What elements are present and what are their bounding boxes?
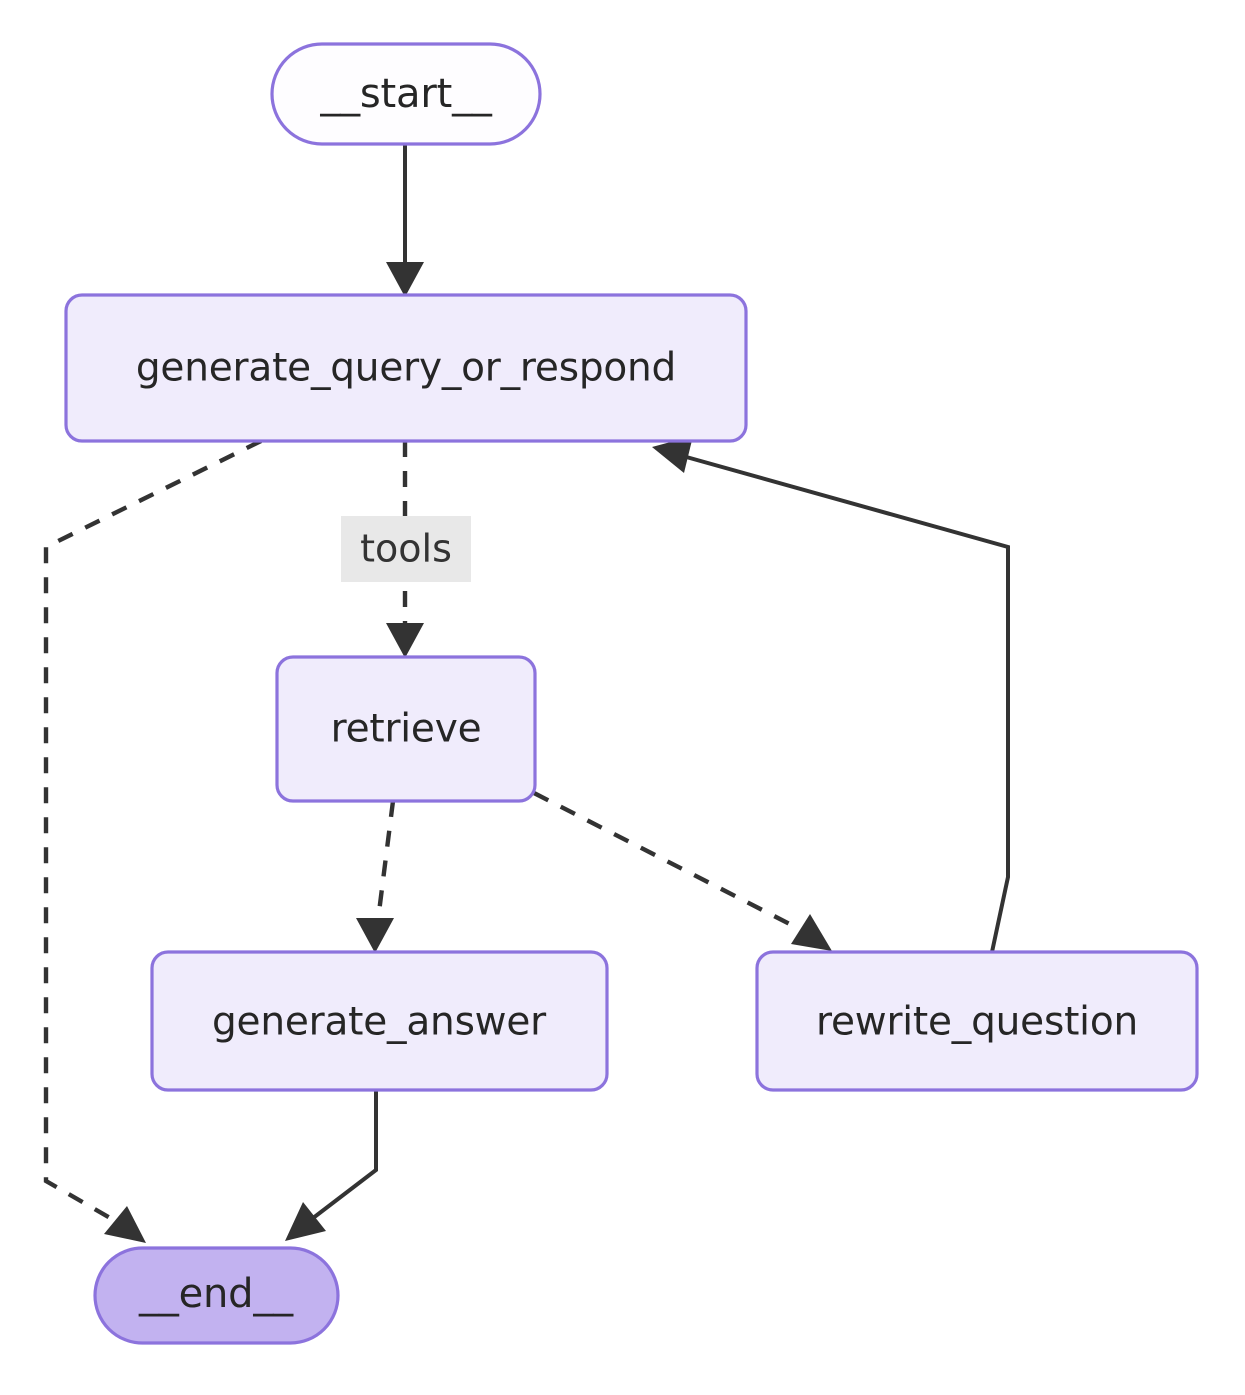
edge-line — [43, 439, 262, 1232]
node-generate-answer-label: generate_answer — [212, 1000, 547, 1045]
node-retrieve[interactable]: retrieve — [275, 655, 537, 803]
arrowhead-icon — [356, 918, 394, 953]
node-generate-query-or-respond-label: generate_query_or_respond — [136, 346, 676, 391]
edge-retrieve-to-generate-answer — [356, 800, 396, 953]
node-generate-answer-shape[interactable] — [150, 950, 609, 1092]
node-start[interactable]: __start__ — [270, 42, 542, 146]
node-generate-answer[interactable]: generate_answer — [150, 950, 609, 1092]
arrowhead-icon — [285, 1202, 326, 1241]
edge-retrieve-to-rewrite-question — [532, 791, 832, 951]
node-start-shape[interactable] — [270, 42, 542, 146]
arrowhead-icon — [791, 914, 832, 951]
arrowhead-icon — [386, 623, 424, 658]
arrowhead-icon — [386, 262, 424, 297]
edge-label-tools: tools — [341, 516, 471, 582]
node-retrieve-label: retrieve — [331, 707, 482, 752]
node-rewrite-question-label: rewrite_question — [816, 1000, 1138, 1045]
node-end-label: __end__ — [138, 1271, 294, 1317]
edge-line — [298, 1090, 378, 1230]
node-end-shape[interactable] — [93, 1246, 340, 1345]
node-start-label: __start__ — [319, 71, 493, 117]
arrowhead-icon — [652, 436, 693, 473]
node-end[interactable]: __end__ — [93, 1246, 340, 1345]
edge-line — [671, 451, 1010, 953]
edge-line — [373, 800, 396, 937]
edge-label-background — [341, 516, 471, 582]
edge-generate-query-or-respond-to-end — [43, 439, 262, 1243]
node-generate-query-or-respond[interactable]: generate_query_or_respond — [64, 293, 748, 443]
node-retrieve-shape[interactable] — [275, 655, 537, 803]
edge-generate-answer-to-end — [285, 1090, 378, 1241]
node-layer: __start__ generate_query_or_respond retr… — [64, 42, 1199, 1345]
edge-line — [532, 791, 819, 940]
node-rewrite-question-shape[interactable] — [755, 950, 1199, 1092]
edge-start-to-generate-query-or-respond — [386, 144, 424, 297]
node-generate-query-or-respond-shape[interactable] — [64, 293, 748, 443]
edge-label-text: tools — [360, 527, 452, 571]
node-rewrite-question[interactable]: rewrite_question — [755, 950, 1199, 1092]
edge-rewrite-question-to-generate-query-or-respond — [652, 436, 1010, 953]
edge-layer — [43, 144, 1010, 1243]
arrowhead-icon — [104, 1206, 146, 1243]
edge-label-layer: tools — [341, 516, 471, 582]
